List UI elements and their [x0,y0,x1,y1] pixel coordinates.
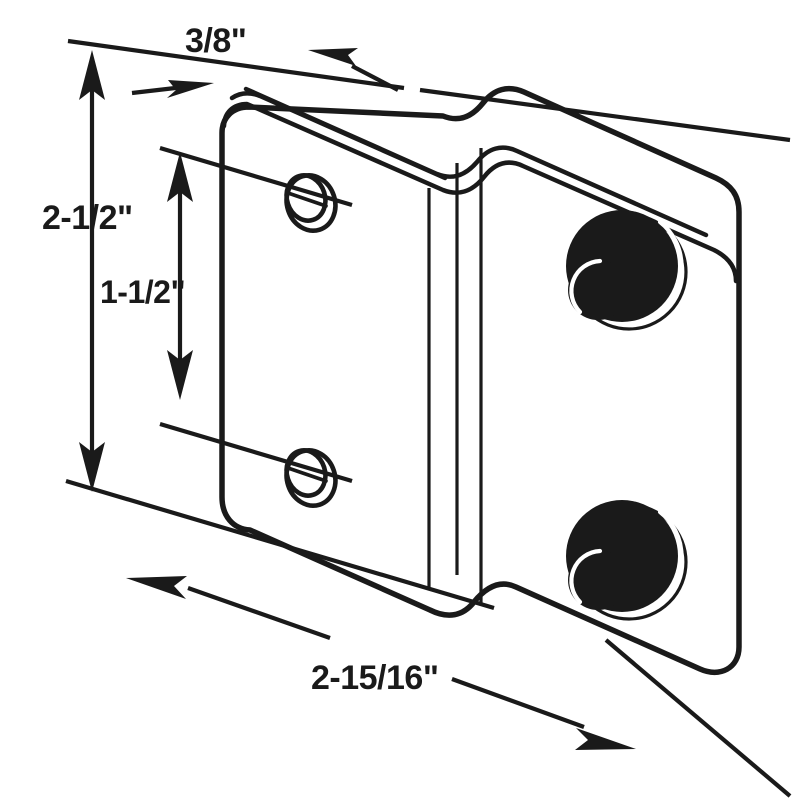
width-dim-line-right [451,677,585,729]
roller-stud-upper-highlight [569,258,603,315]
thickness-dim-line-right [351,64,399,92]
thickness-arrow-right [308,48,358,66]
width-arrow-right [575,728,636,750]
hole-spacing-ext-line-bottom [159,421,353,484]
thickness-dimension: 3/8" [67,22,791,143]
hole-spacing-dimension-label: 1-1/2" [100,274,185,310]
width-dim-line-left [187,586,331,640]
thickness-dimension-label: 3/8" [185,22,246,60]
bracket-far-top-edge [221,101,739,284]
thickness-ext-line-a [67,38,405,91]
thickness-arrow-left [167,80,214,98]
roller-stud-upper-shank [568,260,628,320]
overall-height-dimension: 2-1/2" [42,50,133,492]
roller-stud-lower-rim-highlight [656,509,684,604]
mounting-hole-upper-inner [284,173,328,223]
overall-height-arrow-top [79,50,105,100]
roller-stud-upper-rim-highlight [656,219,684,314]
hole-spacing-ext-line-top [159,145,353,208]
roller-stud-lower [566,500,688,621]
mounting-hole-upper-centerline [286,191,328,208]
bracket-top-face-line [243,86,709,238]
width-arrow-left [126,576,187,599]
hole-spacing-arrow-bottom [167,350,193,400]
hole-spacing-dimension: 1-1/2" [100,145,353,484]
width-dimension-label: 2-15/16" [311,659,438,697]
mounting-hole-lower-inner [284,448,328,498]
mounting-hole-lower-centerline [286,466,328,483]
roller-stud-lower-shank [568,550,628,610]
roller-stud-upper [566,210,688,331]
width-ext-line-left [65,478,495,611]
hole-spacing-arrow-top [167,152,193,202]
width-ext-line-right [604,638,792,798]
thickness-ext-line-b [419,87,791,143]
width-dimension: 2-15/16" [65,478,792,798]
roller-stud-lower-highlight [569,548,603,605]
bracket-part [219,85,742,676]
overall-height-arrow-bottom [79,442,105,492]
overall-height-dimension-label: 2-1/2" [42,199,133,237]
